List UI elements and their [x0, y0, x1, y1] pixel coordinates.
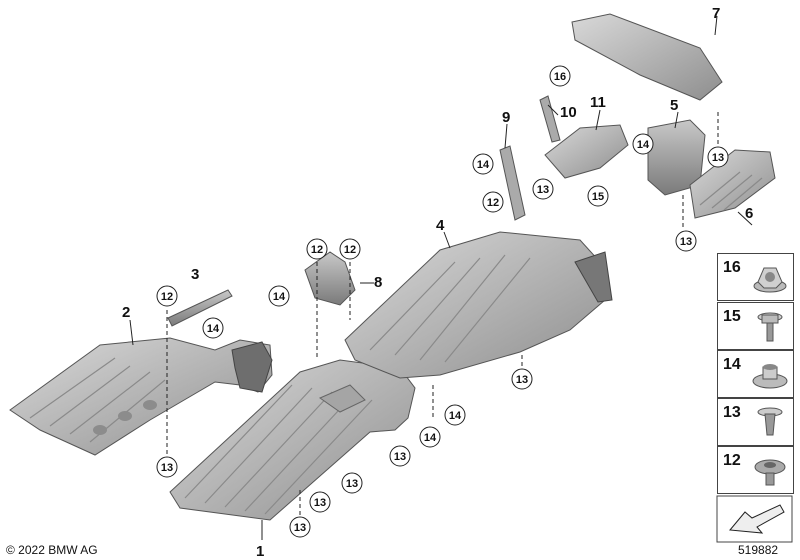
svg-text:13: 13	[680, 236, 692, 248]
part-callout-9: 9	[502, 109, 510, 126]
circle-callout-14: 14	[632, 133, 654, 155]
strut-part-10	[539, 95, 561, 143]
circle-callout-13: 13	[156, 456, 178, 478]
part-callout-4: 4	[436, 217, 445, 234]
part-callout-10: 10	[560, 104, 577, 121]
svg-text:12: 12	[311, 244, 323, 256]
legend-number: 15	[723, 308, 741, 325]
circle-callout-13: 13	[532, 178, 554, 200]
copyright-text: © 2022 BMW AG	[6, 543, 98, 557]
bracket-part-3	[167, 289, 233, 327]
svg-text:16: 16	[554, 71, 566, 83]
circle-callout-13: 13	[707, 146, 729, 168]
svg-text:15: 15	[592, 191, 604, 203]
part-callout-3: 3	[191, 266, 199, 283]
circle-callout-13: 13	[389, 445, 411, 467]
direction-arrow-box	[716, 495, 793, 543]
legend-item-12: 12	[717, 446, 794, 494]
svg-text:14: 14	[207, 323, 220, 335]
svg-text:12: 12	[161, 291, 173, 303]
legend-number: 16	[723, 259, 741, 276]
part-callout-7: 7	[712, 5, 720, 22]
hex-bolt-icon	[757, 312, 783, 342]
part-callout-8: 8	[374, 274, 382, 291]
legend-item-16: 16	[717, 253, 794, 301]
svg-text:13: 13	[516, 374, 528, 386]
bracket-part-8	[304, 251, 356, 306]
circle-callout-13: 13	[675, 230, 697, 252]
part-callout-2: 2	[122, 304, 130, 321]
circle-callout-12: 12	[339, 238, 361, 260]
part-callout-6: 6	[745, 205, 753, 222]
svg-text:12: 12	[344, 244, 356, 256]
circle-callout-14: 14	[268, 285, 290, 307]
part-number-callouts: 1 2 3 4 5 6 7 8 9 10 11	[122, 5, 753, 560]
strut-part-9	[499, 145, 526, 221]
part-callout-11: 11	[590, 94, 606, 111]
circle-callout-12: 12	[306, 238, 328, 260]
fastener-callouts: 12 12 12 12 14 14 14 14 14 14 16 15 13 1…	[156, 65, 729, 538]
diagram-id: 519882	[738, 543, 779, 557]
circle-callout-12: 12	[156, 285, 178, 307]
svg-text:12: 12	[487, 197, 499, 209]
svg-text:13: 13	[537, 184, 549, 196]
svg-text:13: 13	[346, 478, 358, 490]
hex-nut-icon	[753, 267, 787, 293]
legend-number: 13	[723, 404, 741, 421]
svg-text:14: 14	[424, 432, 437, 444]
svg-text:13: 13	[712, 152, 724, 164]
heat-shield-part-11	[544, 124, 629, 179]
solid-leader-lines	[129, 15, 753, 540]
svg-text:14: 14	[477, 159, 490, 171]
circle-callout-13: 13	[511, 368, 533, 390]
svg-text:13: 13	[161, 462, 173, 474]
leader-lines	[166, 112, 719, 515]
flange-nut-icon	[752, 364, 788, 389]
circle-callout-16: 16	[549, 65, 571, 87]
cover-part-6	[689, 149, 776, 219]
legend-item-15: 15	[717, 302, 794, 350]
part-callout-1: 1	[256, 543, 264, 560]
svg-text:13: 13	[394, 451, 406, 463]
cover-part-7	[571, 13, 723, 101]
svg-text:13: 13	[294, 522, 306, 534]
svg-text:13: 13	[314, 497, 326, 509]
circle-callout-15: 15	[587, 185, 609, 207]
svg-text:14: 14	[273, 291, 286, 303]
circle-callout-14: 14	[472, 153, 494, 175]
circle-callout-13: 13	[289, 516, 311, 538]
direction-arrow-icon	[729, 504, 785, 534]
circle-callout-13: 13	[341, 472, 363, 494]
underbody-panel-part-2	[9, 337, 273, 456]
underbody-panel-part-4	[344, 231, 613, 379]
legend-number: 12	[723, 452, 741, 469]
circle-callout-13: 13	[309, 491, 331, 513]
expanding-rivet-icon	[757, 407, 783, 436]
circle-callout-14: 14	[444, 404, 466, 426]
svg-text:14: 14	[449, 410, 462, 422]
circle-callout-14: 14	[419, 426, 441, 448]
legend-item-14: 14	[717, 350, 794, 398]
plastic-nut-icon	[754, 459, 786, 486]
circle-callout-12: 12	[482, 191, 504, 213]
underbody-panel-part-1	[169, 359, 416, 521]
legend-number: 14	[723, 356, 741, 373]
svg-text:14: 14	[637, 139, 650, 151]
part-callout-5: 5	[670, 97, 678, 114]
circle-callout-14: 14	[202, 317, 224, 339]
legend-item-13: 13	[717, 398, 794, 446]
